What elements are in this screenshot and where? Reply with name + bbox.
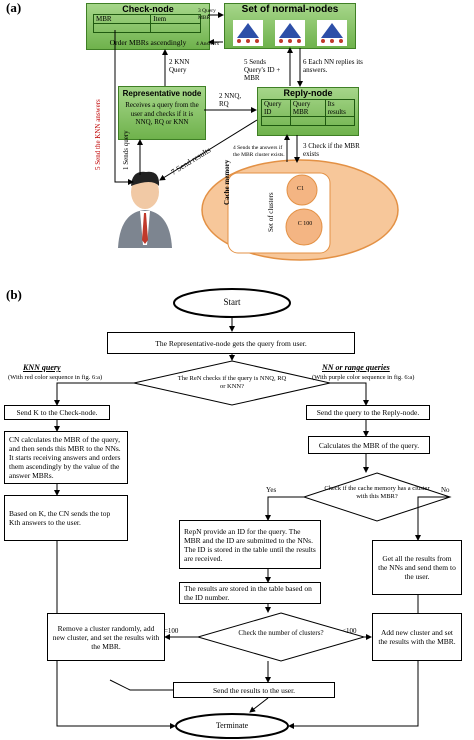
cluster-c100 xyxy=(285,208,323,246)
decision1-text: The ReN checks if the query is NNQ, RQ o… xyxy=(177,375,287,390)
edge-e7 xyxy=(159,119,258,181)
normal-nodes-title: Set of normal-nodes xyxy=(241,4,339,15)
terminate-label: Terminate xyxy=(215,721,249,730)
cluster-c100-label: C 100 xyxy=(297,221,313,227)
user-icon xyxy=(118,171,172,248)
get-all-box: Get all the results from the NNs and sen… xyxy=(372,540,462,595)
decision3-text: Check the number of clusters? xyxy=(238,629,324,637)
tree-icon xyxy=(275,20,305,46)
stored-box: The results are stored in the table base… xyxy=(179,582,321,604)
edge-label-e4: 4 Answers xyxy=(196,41,220,47)
decision1-diamond xyxy=(133,360,331,406)
check-node-footer: Order MBRs ascendingly xyxy=(109,38,187,47)
send-results-box: Send the results to the user. xyxy=(173,682,335,698)
panel-a-label: (a) xyxy=(6,0,22,15)
calc-mbr-box: Calculates the MBR of the query. xyxy=(308,436,430,454)
tree-icon xyxy=(233,20,263,46)
edge-label-e6: 6 Each NN replies its answers. xyxy=(303,58,363,74)
cluster-c1-label: C1 xyxy=(297,186,305,192)
cn-calc-box: CN calculates the MBR of the query, and … xyxy=(4,431,128,484)
cluster-c1 xyxy=(286,174,318,206)
send-k-box: Send K to the Check-node. xyxy=(4,405,110,420)
lt100-label: <100 xyxy=(342,627,357,635)
tree-icon xyxy=(317,20,347,46)
edge-label-e3: 3 Query MBR xyxy=(198,8,216,21)
edge-label-e5b: 5 Sends Query's ID + MBR xyxy=(244,58,281,82)
add-new-box: Add new cluster and set the results with… xyxy=(372,613,462,661)
ge100-label: >=100 xyxy=(160,627,179,635)
edge-label-e4b: 4 Sends the answers if the MBR cluster e… xyxy=(233,145,285,158)
decision3-diamond xyxy=(196,612,366,662)
edge-label-e2b: 2 NNQ, RQ xyxy=(219,92,242,108)
repn-provide-box: RepN provide an ID for the query. The MB… xyxy=(179,520,321,569)
panel-b-label: (b) xyxy=(6,287,22,302)
representative-body: Receives a query from the user and check… xyxy=(125,101,199,126)
decision2-text: Check if the cache memory has a cluster … xyxy=(324,485,430,500)
edge-e5 xyxy=(114,30,134,185)
decision2-diamond xyxy=(302,472,452,522)
check-node-title: Check-node xyxy=(122,4,174,14)
remove-box: Remove a cluster randomly, add new clust… xyxy=(47,613,165,661)
send-reply-box: Send the query to the Reply-node. xyxy=(306,405,430,420)
knn-title: KNN query xyxy=(23,363,61,372)
start-label: Start xyxy=(223,297,241,307)
edge-label-e3b: 3 Check if the MBR exists xyxy=(303,142,360,158)
get-query-box: The Representative-node gets the query f… xyxy=(107,332,355,354)
knn-sub: (With red color sequence in fig. 6:a) xyxy=(8,374,103,381)
tree-icons xyxy=(233,20,347,46)
reply-node-title: Reply-node xyxy=(283,88,333,98)
nn-title: NN or range queries xyxy=(322,363,390,372)
no-label: No xyxy=(441,486,450,494)
representative-node: Representative node Receives a query fro… xyxy=(118,86,206,140)
yes-label: Yes xyxy=(266,486,277,494)
representative-title: Representative node xyxy=(122,89,202,98)
nn-sub: (With purple color sequence in fig. 6:a) xyxy=(312,374,415,381)
based-on-k-box: Based on K, the CN sends the top Kth ans… xyxy=(4,495,128,541)
edge-label-e2: 2 KNN Query xyxy=(169,58,190,74)
panel-a-graphics xyxy=(114,12,399,261)
normal-nodes: Set of normal-nodes xyxy=(224,3,356,49)
